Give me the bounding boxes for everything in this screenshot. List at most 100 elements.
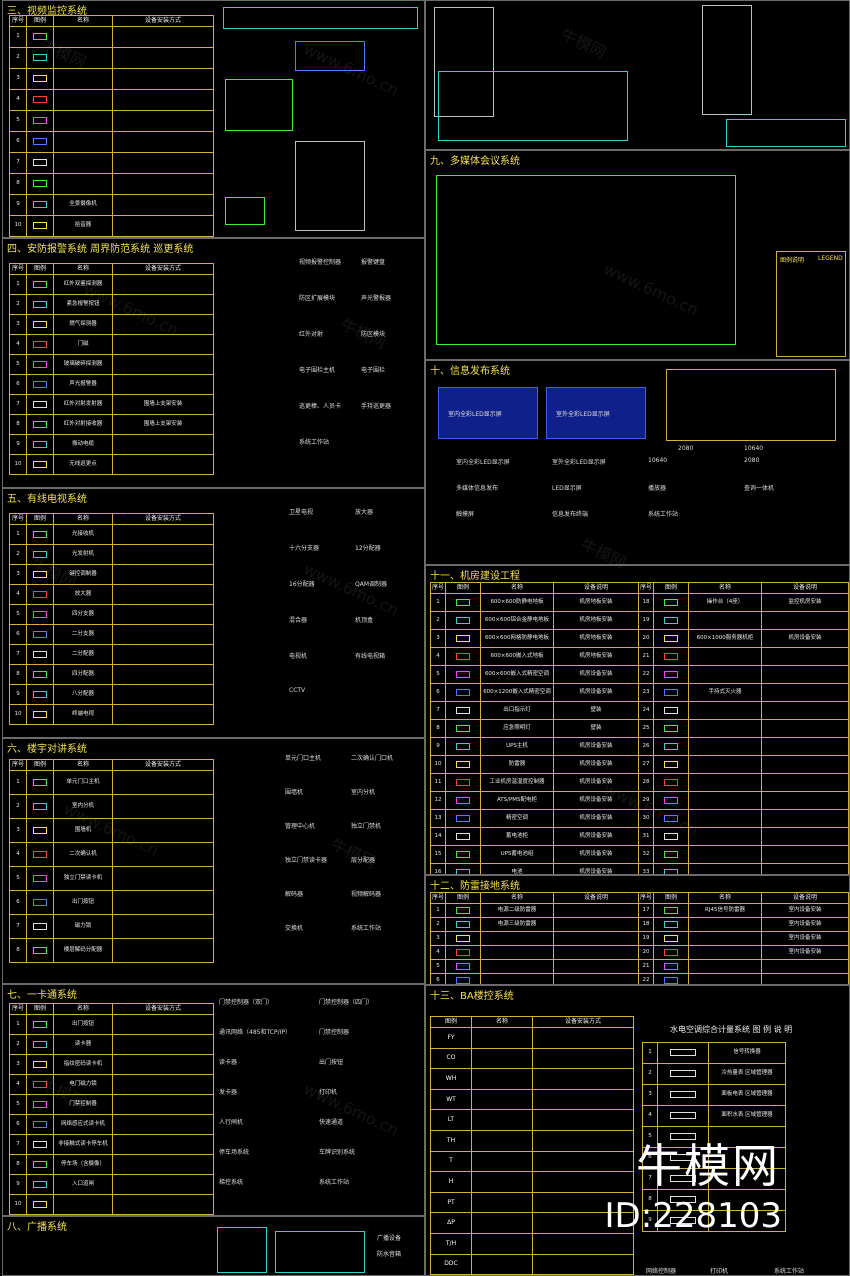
symbol-cell: [26, 1054, 54, 1075]
diagram-label: 层分配器: [351, 857, 376, 864]
symbol-cell: [445, 973, 481, 984]
text-cell: [471, 1253, 533, 1275]
index-cell: 8: [9, 1154, 27, 1175]
index-cell: 10: [9, 454, 27, 475]
section-multimedia-conference: 九、多媒体会议系统 图例说明 LEGEND: [425, 150, 850, 360]
symbol-cell: T/H: [430, 1232, 472, 1255]
diagram-label: LED显示屏: [552, 485, 582, 492]
header-cell: 名称: [53, 15, 113, 27]
index-cell: 8: [9, 173, 27, 195]
diagram-label: 打印机: [319, 1089, 338, 1096]
symbol-cell: [657, 1084, 709, 1106]
header-cell: 名称: [471, 1016, 533, 1028]
symbol-cell: [445, 945, 481, 960]
legend-symbol-icon: [456, 948, 470, 956]
text-cell: 应急照明灯: [480, 719, 554, 738]
legend-symbol-icon: [664, 796, 678, 804]
text-cell: [112, 89, 214, 111]
text-cell: [112, 354, 214, 375]
header-cell: 序号: [430, 892, 446, 904]
text-cell: 围墙上支架安装: [112, 394, 214, 415]
header-cell: 名称: [53, 759, 113, 771]
legend-symbol-icon: [456, 724, 470, 732]
legend-symbol-icon: [33, 850, 47, 858]
legend-symbol-icon: [664, 760, 678, 768]
table-row: 1: [9, 26, 214, 48]
text-cell: [112, 173, 214, 195]
text-cell: RJ45信号防雷器: [688, 903, 762, 918]
speaker-icons: [726, 119, 846, 147]
text-cell: [688, 809, 762, 828]
text-cell: 机房设备安装: [553, 683, 639, 702]
text-cell: 放大器: [53, 584, 113, 605]
table-row: 5: [9, 110, 214, 132]
header-cell: 序号: [9, 15, 27, 27]
index-cell: 17: [638, 903, 654, 918]
symbol-cell: [653, 845, 689, 864]
index-cell: 6: [430, 683, 446, 702]
index-cell: 10: [9, 704, 27, 725]
text-cell: [761, 845, 849, 864]
index-cell: 5: [9, 354, 27, 375]
legend-symbol-icon: [33, 300, 47, 308]
text-cell: 机房地板安装: [553, 629, 639, 648]
symbol-cell: [657, 1105, 709, 1127]
text-cell: [471, 1129, 533, 1152]
table-row: 24: [638, 701, 849, 720]
text-cell: 键控调制器: [53, 564, 113, 585]
table-row: CO: [430, 1047, 634, 1070]
text-cell: 机房设备安装: [761, 629, 849, 648]
symbol-cell: [653, 917, 689, 932]
table-row: 4: [430, 945, 639, 960]
index-cell: 33: [638, 863, 654, 874]
text-cell: 围墙上支架安装: [112, 414, 214, 435]
symbol-cell: TH: [430, 1129, 472, 1152]
text-cell: [761, 665, 849, 684]
header-cell: 序号: [9, 1003, 27, 1015]
legend-symbol-icon: [664, 652, 678, 660]
legend-symbol-icon: [456, 796, 470, 804]
text-cell: 冷热量表 区域管理器: [708, 1063, 786, 1085]
symbol-cell: DDC: [430, 1253, 472, 1275]
text-cell: 指纹密码读卡机: [53, 1054, 113, 1075]
text-cell: [112, 664, 214, 685]
header-cell: 名称: [480, 892, 554, 904]
legend-symbol-icon: [33, 710, 47, 718]
legend-symbol-icon: [664, 814, 678, 822]
text-cell: [112, 1014, 214, 1035]
legend-symbol-icon: [33, 138, 47, 146]
conference-devices: [436, 175, 736, 345]
symbol-cell: [653, 945, 689, 960]
text-cell: [53, 26, 113, 48]
legend-symbol-icon: [664, 948, 678, 956]
index-cell: 2: [9, 1034, 27, 1055]
symbol-cell: [26, 89, 54, 111]
table-row: 27: [638, 755, 849, 774]
text-cell: [761, 863, 849, 874]
legend-symbol-icon: [664, 850, 678, 858]
text-cell: UPS主机: [480, 737, 554, 756]
diagram-label: 巡更棒、人员卡: [299, 403, 342, 410]
legend-box: [776, 251, 846, 357]
diagram-label: 十六分支器: [289, 545, 320, 552]
text-cell: 网络感应式读卡机: [53, 1114, 113, 1135]
text-cell: [112, 1134, 214, 1155]
diagram-label: 视频报警控制器: [299, 259, 342, 266]
section-title: 四、安防报警系统 周界防范系统 巡更系统: [7, 244, 194, 255]
diagram-label: 系统工作站: [319, 1179, 350, 1186]
table-row: 9: [642, 1210, 786, 1232]
text-cell: [688, 917, 762, 932]
text-cell: 2: [642, 1063, 658, 1085]
symbol-cell: [653, 827, 689, 846]
